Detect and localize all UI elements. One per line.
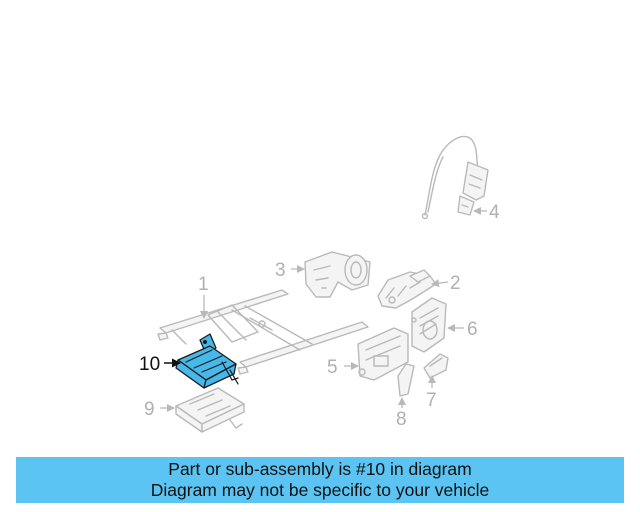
- part-10-highlighted-module: [175, 333, 239, 389]
- callout-9: 9: [144, 399, 155, 420]
- part-3-bracket: [304, 251, 371, 298]
- callout-10: 10: [139, 354, 160, 375]
- part-1-seat-track: [157, 289, 369, 375]
- banner-line-disclaimer: Diagram may not be specific to your vehi…: [150, 480, 490, 500]
- callout-4: 4: [489, 202, 500, 223]
- callout-1: 1: [198, 274, 209, 295]
- part-4-cable-motor: [421, 135, 489, 220]
- part-5-module: [357, 327, 409, 381]
- banner-line-part-number: Part or sub-assembly is #10 in diagram: [168, 459, 472, 479]
- callout-8: 8: [396, 409, 407, 430]
- part-7-switch: [423, 353, 449, 379]
- part-6-motor-housing: [411, 297, 447, 353]
- leader-2: [431, 279, 449, 288]
- part-8-knob: [397, 363, 415, 397]
- vehicle-notice-banner: Part or sub-assembly is #10 in diagram D…: [16, 457, 624, 503]
- callout-2: 2: [450, 273, 461, 294]
- part-9-control-module: [175, 387, 245, 433]
- callout-5: 5: [327, 357, 338, 378]
- callout-3: 3: [275, 260, 286, 281]
- callout-7: 7: [426, 390, 437, 411]
- callout-6: 6: [467, 319, 478, 340]
